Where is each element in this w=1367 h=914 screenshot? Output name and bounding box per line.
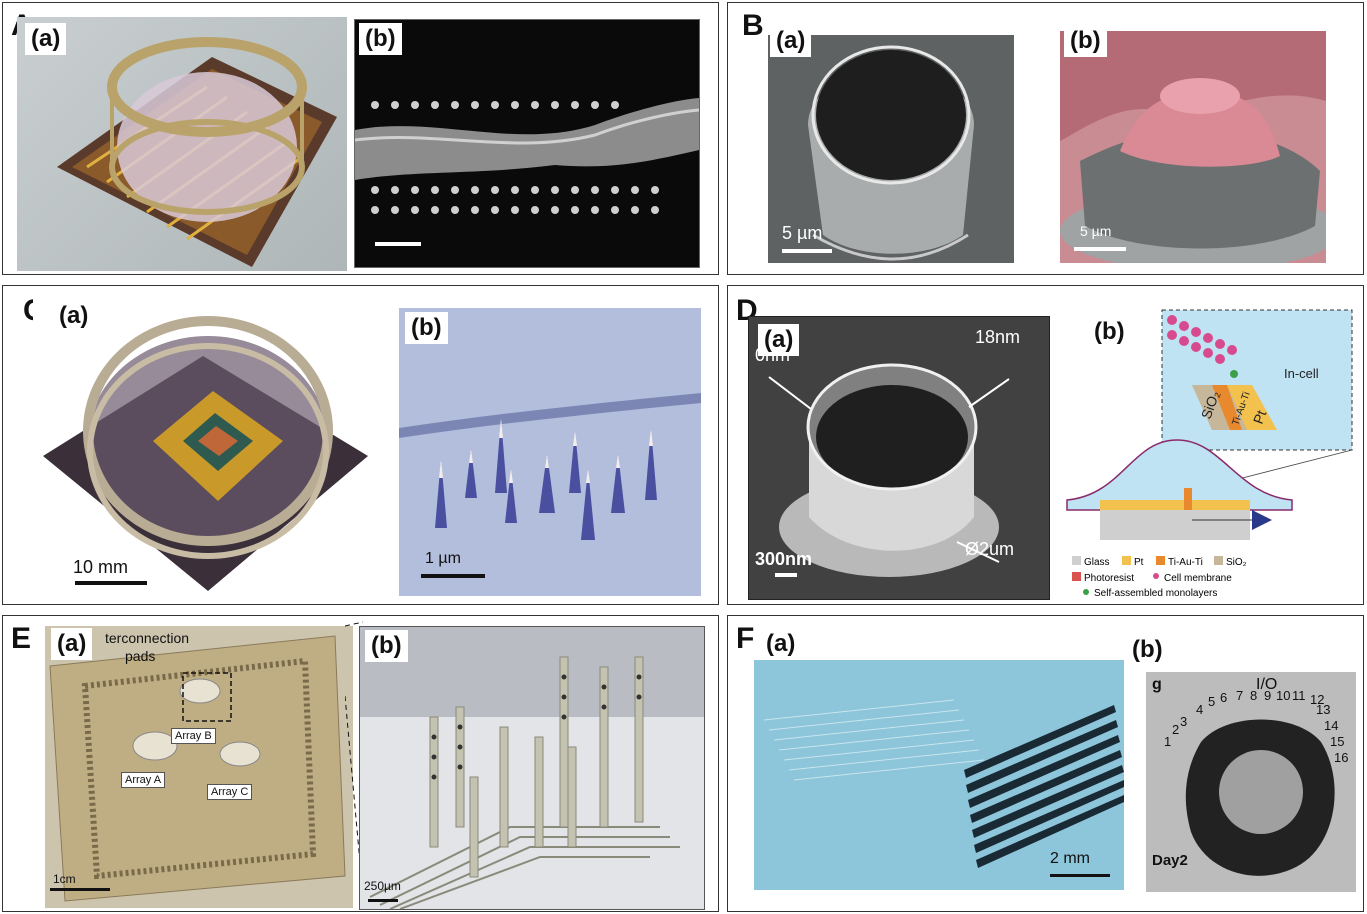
- photo-f-3d-mesh: 2 mm: [754, 660, 1124, 890]
- panel-c: C 10 mm (a): [2, 285, 719, 605]
- annotation-pads: pads: [125, 648, 156, 664]
- organoid-num-4: 4: [1196, 702, 1204, 717]
- sem-a-electrode-array: [354, 19, 700, 268]
- label-array-b: Array B: [171, 728, 216, 744]
- photo-e-probe-chip: terconnection pads Array A Array B Array…: [45, 626, 353, 908]
- organoid-num-11: 11: [1292, 688, 1306, 703]
- scale-bar-b-b: [1074, 247, 1126, 251]
- legend-glass: Glass: [1084, 557, 1110, 568]
- label-array-c: Array C: [207, 784, 253, 800]
- scale-label-d-a: 300nm: [755, 549, 813, 569]
- subpanel-label-d-a: (a): [758, 324, 800, 356]
- organoid-num-1: 1: [1164, 734, 1172, 749]
- panel-letter-b: B: [742, 9, 764, 42]
- organoid-num-14: 14: [1324, 718, 1339, 733]
- scale-bar-b-a: [782, 249, 832, 253]
- label-array-a: Array A: [121, 772, 166, 788]
- scale-label-c-b: 1 µm: [425, 550, 461, 567]
- scale-bar-a-b: [375, 242, 421, 246]
- panel-d: D 0nm 18nm Ø2um 300nm (a) (b) In-cell: [727, 285, 1364, 605]
- scale-bar-d-a: [775, 573, 797, 577]
- sem-ring-illustration: [749, 317, 1049, 599]
- schematic-in-cell-label: In-cell: [1284, 366, 1319, 381]
- scale-label-e-b: 250µm: [364, 879, 401, 893]
- legend-ti-au-ti: Ti-Au-Ti: [1168, 557, 1203, 568]
- sem-pillar-array-illustration: [355, 98, 699, 214]
- legend-pt: Pt: [1134, 557, 1144, 568]
- organoid-num-3: 3: [1180, 714, 1188, 729]
- organoid-num-6: 6: [1220, 690, 1228, 705]
- subpanel-label-e-b: (b): [365, 630, 408, 662]
- photo-a-mea-dish: [17, 17, 347, 271]
- sem-cell-illustration: [1060, 31, 1326, 263]
- sem-cavity-illustration: [768, 35, 1014, 263]
- scale-label-b-a: 5 µm: [782, 223, 823, 243]
- scale-bar-c-b: [421, 574, 485, 578]
- subpanel-label-b-b: (b): [1064, 25, 1107, 57]
- organoid-num-5: 5: [1208, 694, 1216, 709]
- subpanel-label-a-b: (b): [359, 23, 402, 55]
- subpanel-label-d-b: (b): [1088, 316, 1131, 348]
- subpanel-label-b-a: (a): [770, 25, 812, 57]
- scale-label-b-b: 5 µm: [1080, 223, 1112, 239]
- panel-e: E terconnection pads Array A Array B Arr…: [2, 615, 719, 912]
- panel-letter-e: E: [11, 622, 32, 655]
- scale-label-c-a: 10 mm: [73, 557, 129, 577]
- subpanel-label-e-a: (a): [51, 628, 93, 660]
- sem-c-nanopillars: 1 µm: [399, 308, 701, 596]
- scale-bar-c-a: [75, 581, 147, 585]
- sem-b-cavity: 5 µm: [768, 35, 1014, 263]
- organoid-num-7: 7: [1236, 688, 1244, 703]
- annotation-diameter: Ø2um: [965, 539, 1015, 559]
- photo-e-shank-array: 250µm: [359, 626, 705, 910]
- panel-b: B 5 µm (a) 5 µm (b): [727, 2, 1364, 275]
- organoid-num-12: 12: [1310, 692, 1325, 707]
- organoid-io-label: I/O: [1256, 676, 1278, 693]
- legend-cell-membrane: Cell membrane: [1164, 573, 1232, 584]
- organoid-num-9: 9: [1264, 688, 1272, 703]
- organoid-num-8: 8: [1250, 688, 1258, 703]
- sem-b-cell-engulfment: 5 µm: [1060, 31, 1326, 263]
- panel-letter-f: F: [736, 622, 755, 655]
- zoom-guide-lines: [345, 621, 364, 897]
- organoid-illustration: [1146, 672, 1356, 892]
- organoid-num-16: 16: [1334, 750, 1349, 765]
- annotation-interconnection: terconnection: [105, 630, 190, 646]
- organoid-num-2: 2: [1172, 722, 1180, 737]
- organoid-num-15: 15: [1330, 734, 1345, 749]
- scale-label-e-a: 1cm: [53, 872, 76, 886]
- legend-sam: Self-assembled monolayers: [1094, 588, 1217, 599]
- photo-c-mea-chip: 10 mm: [33, 291, 373, 601]
- photo-f-organoid: g I/O 1 2 3 4 5 6 7 8 9 10 11 12 13 14 1…: [1146, 672, 1356, 892]
- panel-a: A (a) (b): [2, 2, 719, 275]
- mesh-electrode-illustration: [754, 660, 1124, 890]
- subpanel-label-f-b: (b): [1126, 634, 1169, 666]
- subpanel-label-a-a: (a): [25, 23, 67, 55]
- subpanel-label-c-b: (b): [405, 312, 448, 344]
- legend-sio2: SiO₂: [1226, 557, 1247, 568]
- mea-dish-illustration: [57, 37, 337, 267]
- sem-d-ring-electrode: 0nm 18nm Ø2um 300nm: [748, 316, 1050, 600]
- organoid-panel-tag: g: [1152, 676, 1162, 693]
- schematic-pt-label: Pt: [1250, 408, 1270, 426]
- scale-label-f-a: 2 mm: [1050, 850, 1090, 867]
- annotation-thickness-right: 18nm: [975, 327, 1021, 347]
- schematic-d-b: In-cell SiO₂ Ti-Au-Ti Pt Glass Pt Ti-Au-…: [1066, 309, 1353, 599]
- subpanel-label-f-a: (a): [760, 628, 802, 660]
- panel-f: F 2 mm (a) g I/O 1 2 3: [727, 615, 1364, 912]
- organoid-num-13: 13: [1316, 702, 1331, 717]
- subpanel-label-c-a: (a): [59, 302, 89, 329]
- probe-chip-illustration: [45, 626, 353, 908]
- sem-nanopillars-illustration: [399, 308, 701, 596]
- mea-chip-illustration: [43, 316, 368, 591]
- shank-array-illustration: [360, 627, 704, 909]
- organoid-num-10: 10: [1276, 688, 1291, 703]
- legend-photoresist: Photoresist: [1084, 573, 1134, 584]
- organoid-day-label: Day2: [1152, 852, 1188, 869]
